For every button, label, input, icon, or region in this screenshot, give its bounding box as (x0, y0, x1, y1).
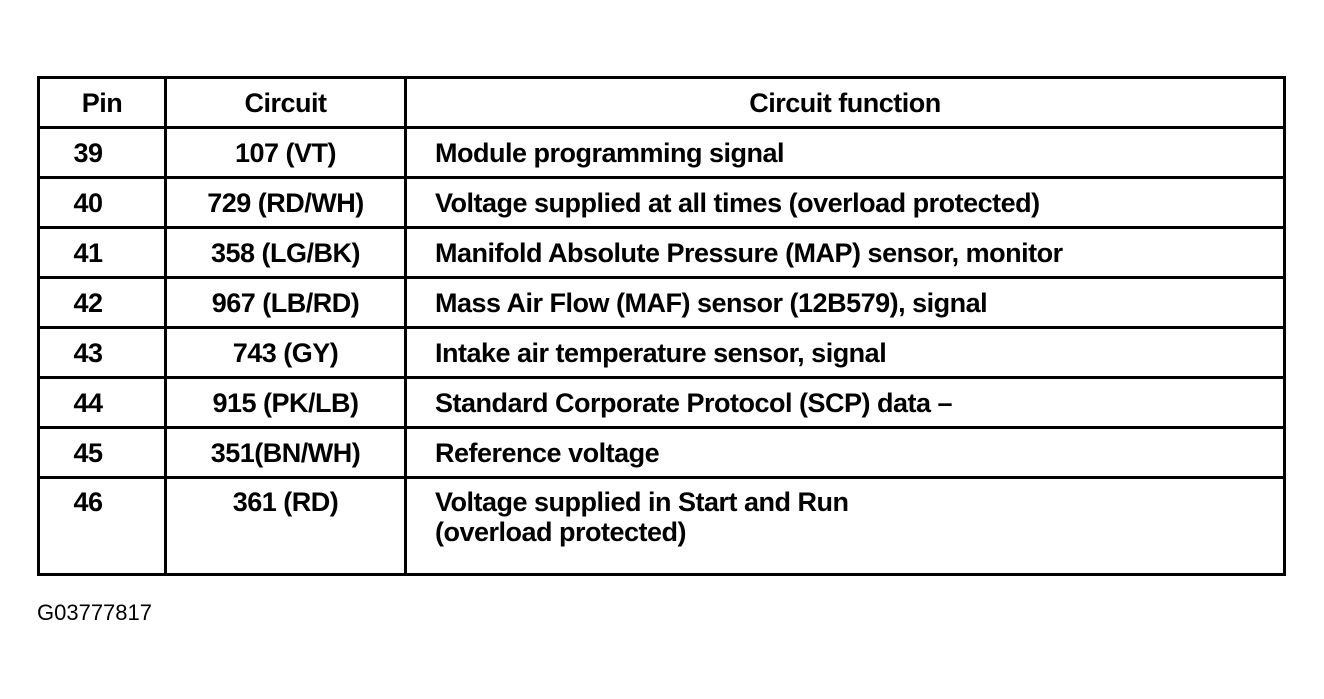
function-cell: Intake air temperature sensor, signal (404, 326, 1286, 379)
circuit-cell: 107 (VT) (164, 126, 407, 179)
table-row: 39 107 (VT) Module programming signal (37, 126, 1286, 179)
circuit-cell: 358 (LG/BK) (164, 226, 407, 279)
function-cell: Module programming signal (404, 126, 1286, 179)
table-header-row: Pin Circuit Circuit function (37, 76, 1286, 129)
pin-cell: 41 (37, 226, 167, 279)
pin-cell: 40 (37, 176, 167, 229)
table-row: 40 729 (RD/WH) Voltage supplied at all t… (37, 176, 1286, 229)
circuit-cell: 743 (GY) (164, 326, 407, 379)
figure-id: G03777817 (37, 600, 152, 625)
function-line-1: Voltage supplied in Start and Run (435, 487, 849, 517)
function-cell: Manifold Absolute Pressure (MAP) sensor,… (404, 226, 1286, 279)
function-cell: Mass Air Flow (MAF) sensor (12B579), sig… (404, 276, 1286, 329)
header-pin: Pin (37, 76, 167, 129)
table-row: 41 358 (LG/BK) Manifold Absolute Pressur… (37, 226, 1286, 279)
pin-cell: 46 (37, 476, 167, 576)
table-row: 46 361 (RD) Voltage supplied in Start an… (37, 476, 1286, 576)
pin-cell: 42 (37, 276, 167, 329)
table-row: 43 743 (GY) Intake air temperature senso… (37, 326, 1286, 379)
table-row: 45 351(BN/WH) Reference voltage (37, 426, 1286, 479)
circuit-cell: 915 (PK/LB) (164, 376, 407, 429)
circuit-cell: 361 (RD) (164, 476, 407, 576)
function-cell: Reference voltage (404, 426, 1286, 479)
pin-cell: 45 (37, 426, 167, 479)
header-circuit: Circuit (164, 76, 407, 129)
function-cell: Standard Corporate Protocol (SCP) data – (404, 376, 1286, 429)
pin-circuit-table: Pin Circuit Circuit function 39 107 (VT)… (37, 76, 1286, 576)
circuit-cell: 967 (LB/RD) (164, 276, 407, 329)
pin-cell: 39 (37, 126, 167, 179)
function-cell: Voltage supplied in Start and Run (overl… (404, 476, 1286, 576)
function-line-2: (overload protected) (435, 517, 687, 547)
header-circuit-function: Circuit function (404, 76, 1286, 129)
table-row: 44 915 (PK/LB) Standard Corporate Protoc… (37, 376, 1286, 429)
function-cell: Voltage supplied at all times (overload … (404, 176, 1286, 229)
circuit-cell: 729 (RD/WH) (164, 176, 407, 229)
table-row: 42 967 (LB/RD) Mass Air Flow (MAF) senso… (37, 276, 1286, 329)
pin-cell: 43 (37, 326, 167, 379)
circuit-cell: 351(BN/WH) (164, 426, 407, 479)
pin-cell: 44 (37, 376, 167, 429)
